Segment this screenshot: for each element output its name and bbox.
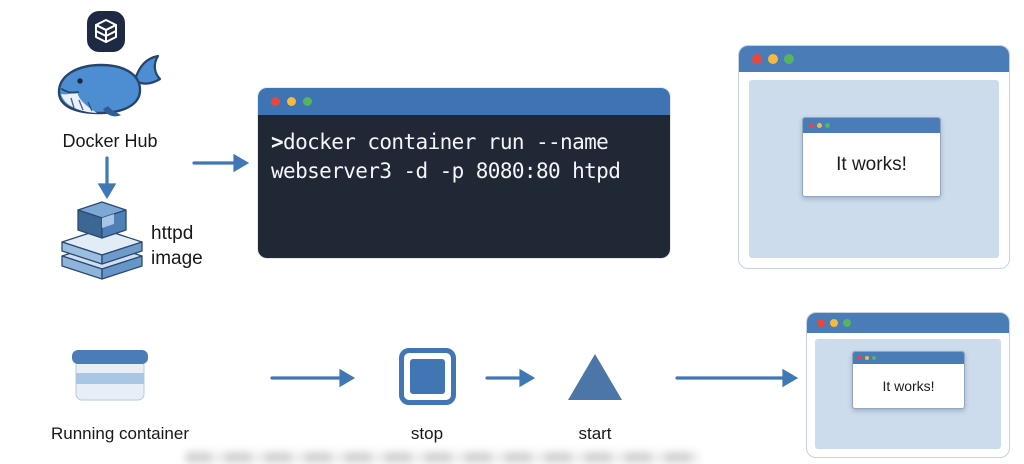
blurred-caption bbox=[185, 452, 700, 463]
it-works-text: It works! bbox=[836, 153, 907, 175]
running-container-label: Running container bbox=[51, 424, 189, 443]
traffic-light-green-icon bbox=[784, 54, 794, 64]
httpd-image-label-line1: httpd bbox=[151, 223, 194, 244]
browser-bottom-inner-titlebar bbox=[853, 352, 964, 364]
traffic-light-red-icon bbox=[817, 319, 825, 327]
it-works-text: It works! bbox=[882, 378, 935, 394]
docker-hub-logo-icon bbox=[87, 11, 125, 52]
stop-square-icon bbox=[399, 348, 456, 405]
terminal-command-line2: webserver3 -d -p 8080:80 htpd bbox=[271, 159, 621, 183]
browser-window-top: It works! bbox=[738, 45, 1010, 269]
terminal-titlebar bbox=[258, 88, 670, 115]
traffic-light-green-icon bbox=[825, 123, 830, 128]
browser-window-bottom: It works! bbox=[806, 312, 1010, 458]
stop-label: stop bbox=[410, 424, 444, 443]
traffic-light-green-icon bbox=[843, 319, 851, 327]
terminal-window: >docker container run --name webserver3 … bbox=[258, 88, 670, 258]
start-triangle-icon bbox=[568, 354, 622, 400]
traffic-light-yellow-icon bbox=[768, 54, 778, 64]
traffic-light-yellow-icon bbox=[817, 123, 822, 128]
traffic-light-red-icon bbox=[809, 123, 814, 128]
traffic-light-green-icon bbox=[303, 97, 312, 106]
traffic-light-yellow-icon bbox=[287, 97, 296, 106]
httpd-image-label-line2: image bbox=[151, 248, 203, 269]
image-layers-icon bbox=[61, 201, 143, 280]
httpd-image-label: httpd image bbox=[151, 221, 203, 271]
container-box-icon bbox=[72, 350, 148, 401]
browser-bottom-titlebar bbox=[807, 313, 1009, 333]
traffic-light-yellow-icon bbox=[830, 319, 838, 327]
browser-top-titlebar bbox=[739, 46, 1009, 72]
browser-top-inner-window: It works! bbox=[802, 117, 941, 197]
terminal-body: >docker container run --name webserver3 … bbox=[258, 115, 670, 258]
traffic-light-red-icon bbox=[858, 356, 862, 360]
docker-whale-icon bbox=[57, 54, 162, 117]
start-label: start bbox=[578, 424, 612, 443]
terminal-prompt: > bbox=[271, 130, 284, 154]
traffic-light-red-icon bbox=[752, 54, 762, 64]
traffic-light-yellow-icon bbox=[865, 356, 869, 360]
terminal-command-line1: >docker container run --name bbox=[271, 130, 609, 154]
browser-bottom-inner-window: It works! bbox=[852, 351, 965, 409]
browser-top-inner-titlebar bbox=[803, 118, 940, 133]
traffic-light-green-icon bbox=[872, 356, 876, 360]
traffic-light-red-icon bbox=[271, 97, 280, 106]
docker-hub-label: Docker Hub bbox=[62, 131, 158, 151]
